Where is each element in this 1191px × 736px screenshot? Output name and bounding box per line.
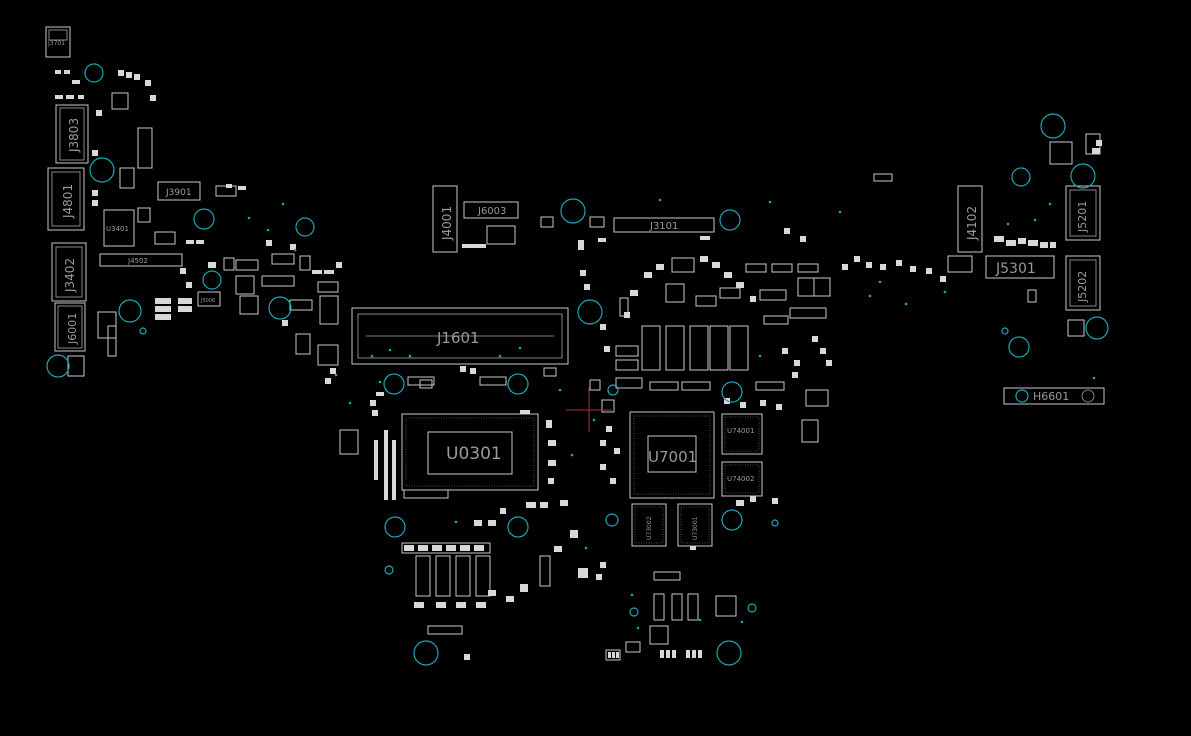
- cursor-crosshair: [566, 388, 612, 432]
- connector-j3701[interactable]: J3701: [45, 26, 71, 58]
- vias: [247, 198, 1096, 630]
- chip-u3401[interactable]: U3401: [103, 209, 135, 247]
- label-j5202: J5202: [1076, 271, 1089, 303]
- connector-j4102[interactable]: J4102: [957, 185, 983, 253]
- connector-j3803[interactable]: J3803: [55, 104, 89, 164]
- label-u74001: U74001: [727, 427, 754, 435]
- connector-j5301[interactable]: J5301: [985, 255, 1055, 279]
- label-j5301: J5301: [995, 261, 1036, 277]
- connector-j6003[interactable]: J6003: [463, 201, 519, 219]
- chip-u74001[interactable]: U74001: [721, 413, 763, 455]
- connector-j5201[interactable]: J5201: [1065, 185, 1101, 241]
- mounting-holes: [46, 63, 1109, 666]
- chip-u0301[interactable]: U0301: [401, 413, 539, 491]
- connector-j5202[interactable]: J5202: [1065, 255, 1101, 311]
- left-component-cluster: J3701 J3803 J4801 U3401 J3402 J6: [45, 26, 396, 500]
- chip-u74002[interactable]: U74002: [721, 461, 763, 497]
- connector-j4801[interactable]: J4801: [47, 167, 85, 231]
- label-j1601: J1601: [436, 329, 480, 347]
- chip-u7001[interactable]: U7001: [629, 411, 715, 499]
- label-j6001: J6001: [66, 313, 79, 345]
- label-j3701: J3701: [47, 40, 65, 47]
- chip-u73002[interactable]: U73002: [631, 503, 667, 547]
- connector-j5006[interactable]: J5006: [197, 291, 221, 307]
- label-u3401: U3401: [106, 225, 129, 233]
- connector-j6001[interactable]: J6001: [54, 302, 86, 352]
- label-j3901: J3901: [165, 188, 192, 198]
- label-j5006: J5006: [200, 298, 215, 304]
- connector-j3101[interactable]: J3101: [613, 217, 715, 233]
- label-u73001: U73001: [692, 516, 699, 540]
- label-j3101: J3101: [649, 221, 678, 232]
- connector-j4001[interactable]: J4001: [432, 185, 458, 253]
- label-u74002: U74002: [727, 475, 754, 483]
- label-u73002: U73002: [646, 516, 653, 540]
- label-j4801: J4801: [61, 184, 75, 219]
- right-component-cluster: J4102 J5301 J5201 J5202 H6601: [947, 133, 1105, 405]
- label-u0301: U0301: [446, 444, 502, 464]
- label-j4001: J4001: [440, 206, 454, 241]
- label-j5201: J5201: [1076, 201, 1089, 233]
- connector-j3402[interactable]: J3402: [51, 242, 87, 302]
- label-j6003: J6003: [477, 206, 506, 217]
- center-component-cluster: J4001 J6003 J3101 J1601 U0301: [351, 173, 946, 661]
- label-j4502: J4502: [127, 257, 148, 265]
- label-h6601: H6601: [1033, 390, 1069, 403]
- connector-j1601[interactable]: J1601: [351, 307, 569, 365]
- label-u7001: U7001: [648, 448, 697, 466]
- mounting-pad-h6601[interactable]: H6601: [1003, 387, 1105, 405]
- label-j3402: J3402: [63, 258, 77, 293]
- label-j3803: J3803: [67, 118, 81, 153]
- connector-j4502[interactable]: J4502: [99, 253, 183, 267]
- label-j4102: J4102: [965, 206, 979, 241]
- connector-j3901[interactable]: J3901: [157, 181, 201, 201]
